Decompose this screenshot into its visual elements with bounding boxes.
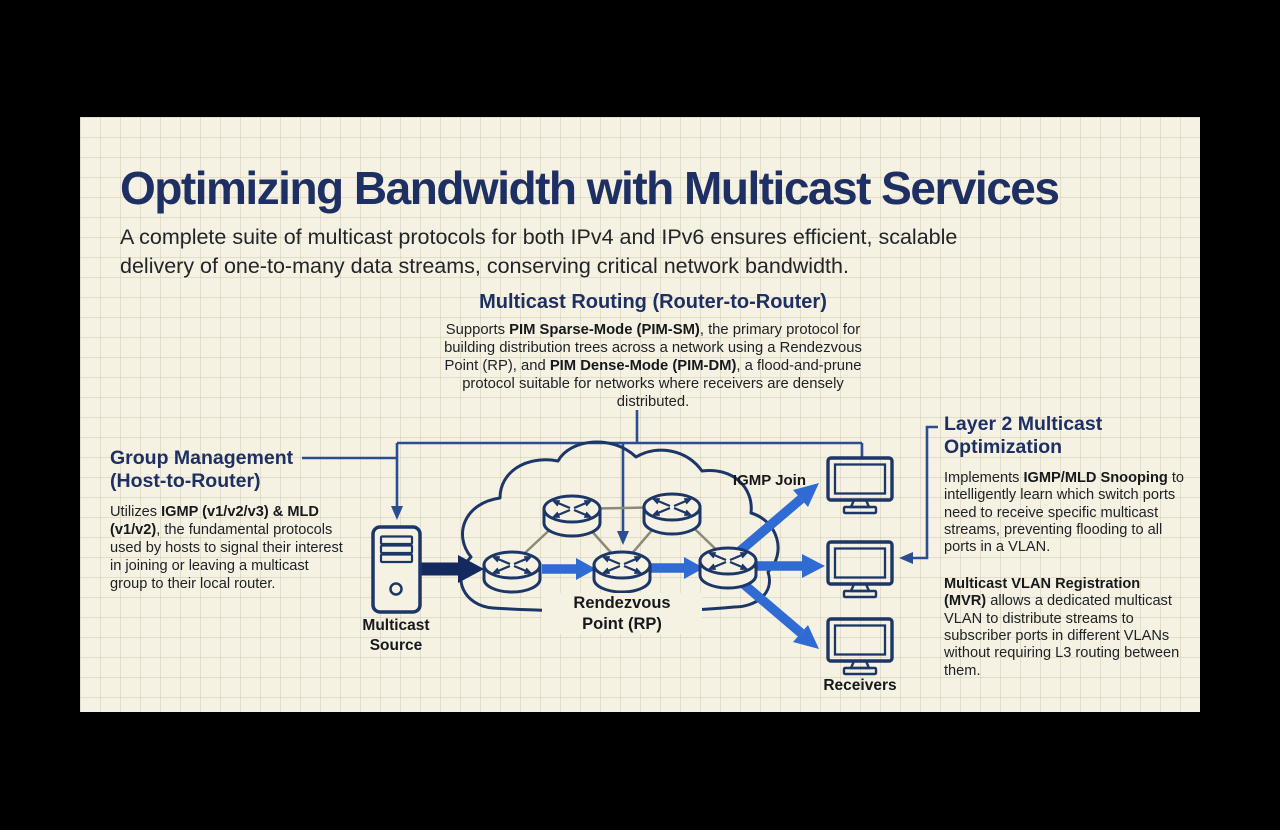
infographic-canvas: Optimizing Bandwidth with Multicast Serv…: [80, 117, 1200, 712]
network-diagram: [302, 410, 938, 676]
monitor-icon-3: [826, 617, 894, 676]
router-icon-bottom-left: [484, 552, 540, 592]
section-body: Supports PIM Sparse-Mode (PIM-SM), the p…: [444, 322, 862, 410]
section-layer2-optimization: Layer 2 Multicast Optimization Implement…: [944, 413, 1190, 680]
section-body: Utilizes IGMP (v1/v2/v3) & MLD (v1/v2), …: [110, 504, 343, 592]
monitor-icon-2: [826, 540, 894, 599]
monitor-icon-1: [826, 456, 894, 515]
fan-out-arrows: [736, 483, 825, 649]
subtitle: A complete suite of multicast protocols …: [120, 223, 957, 281]
layer2-bracket-arrow: [899, 425, 938, 564]
server-icon: [371, 525, 422, 614]
rendezvous-point-label: Rendezvous Point (RP): [542, 593, 702, 635]
section-heading: Group Management (Host-to-Router): [110, 447, 294, 492]
network-cloud: [459, 440, 780, 613]
section-heading: Layer 2 Multicast Optimization: [944, 413, 1103, 458]
page-title: Optimizing Bandwidth with Multicast Serv…: [120, 162, 1060, 214]
multicast-flow-arrows: [542, 557, 704, 580]
section-body: Multicast VLAN Registration (MVR) allows…: [944, 575, 1180, 679]
source-to-cloud-arrow: [420, 555, 484, 583]
section-body: Implements IGMP/MLD Snooping to intellig…: [944, 470, 1185, 556]
section-heading: Multicast Routing (Router-to-Router): [479, 291, 827, 313]
router-icon-top-right: [644, 494, 700, 534]
router-icon-bottom-right: [700, 548, 756, 588]
subtitle-line: A complete suite of multicast protocols …: [120, 225, 958, 249]
section-group-management: Group Management (Host-to-Router) Utiliz…: [110, 447, 350, 594]
router-icon-rendezvous-point: [594, 552, 650, 592]
section-multicast-routing: Multicast Routing (Router-to-Router) Sup…: [423, 291, 883, 411]
igmp-join-label: IGMP Join: [732, 472, 806, 489]
router-icon-top-left: [544, 496, 600, 536]
subtitle-line: delivery of one-to-many data streams, co…: [120, 254, 849, 279]
receivers-label: Receivers: [823, 677, 897, 694]
connector-lines: [302, 410, 938, 564]
multicast-source-label: Multicast Source: [362, 617, 430, 654]
